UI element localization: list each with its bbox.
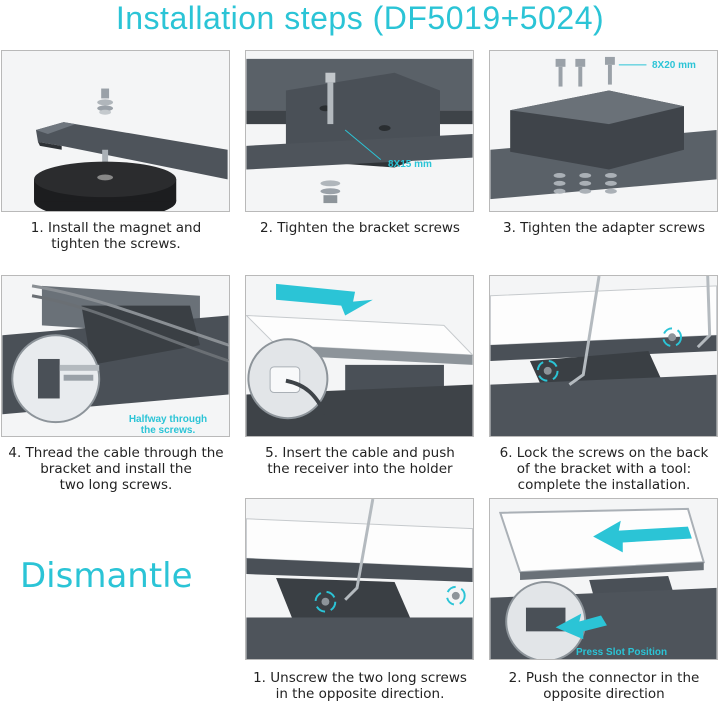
dismantle-step-1-caption: 1. Unscrew the two long screws in the op… [253,670,467,701]
page-title: Installation steps (DF5019+5024) [115,0,605,36]
step-1-caption: 1. Install the magnet and tighten the sc… [30,220,202,252]
unscrew-illustration [246,499,473,659]
step-2-image: 8X15 mm [245,50,474,212]
press-slot-label: Press Slot Position [576,647,668,658]
step-6-image [489,275,718,437]
dismantle-step-1-image [245,498,474,660]
step-3-image: 8X20 mm [489,50,718,212]
magnet-bracket-illustration [34,88,228,211]
step-5-caption: 5. Insert the cable and push the receive… [265,445,455,477]
lock-screws-illustration [490,276,717,436]
adapter-screw-illustration [490,56,717,200]
dismantle-heading: Dismantle [20,556,193,596]
screw-size-label: 8X15 mm [388,159,432,170]
screw-size-label: 8X20 mm [652,60,696,71]
dismantle-step-2-image: Press Slot Position [489,498,718,660]
step-2-caption: 2. Tighten the bracket screws [260,220,460,236]
halfway-label: Halfway through the screws. [128,414,208,436]
bracket-screw-illustration [246,58,473,204]
step-1-image [1,50,230,212]
cable-thread-illustration [2,284,229,424]
dismantle-step-2-caption: 2. Push the connector in the opposite di… [508,670,700,701]
step-3-caption: 3. Tighten the adapter screws [503,220,705,236]
step-4-image: Halfway through the screws. [1,275,230,437]
push-connector-illustration [490,507,717,659]
step-5-image [245,275,474,437]
receiver-insert-illustration [246,283,473,436]
step-6-caption: 6. Lock the screws on the back of the br… [499,445,709,493]
step-4-caption: 4. Thread the cable through the bracket … [8,445,224,493]
